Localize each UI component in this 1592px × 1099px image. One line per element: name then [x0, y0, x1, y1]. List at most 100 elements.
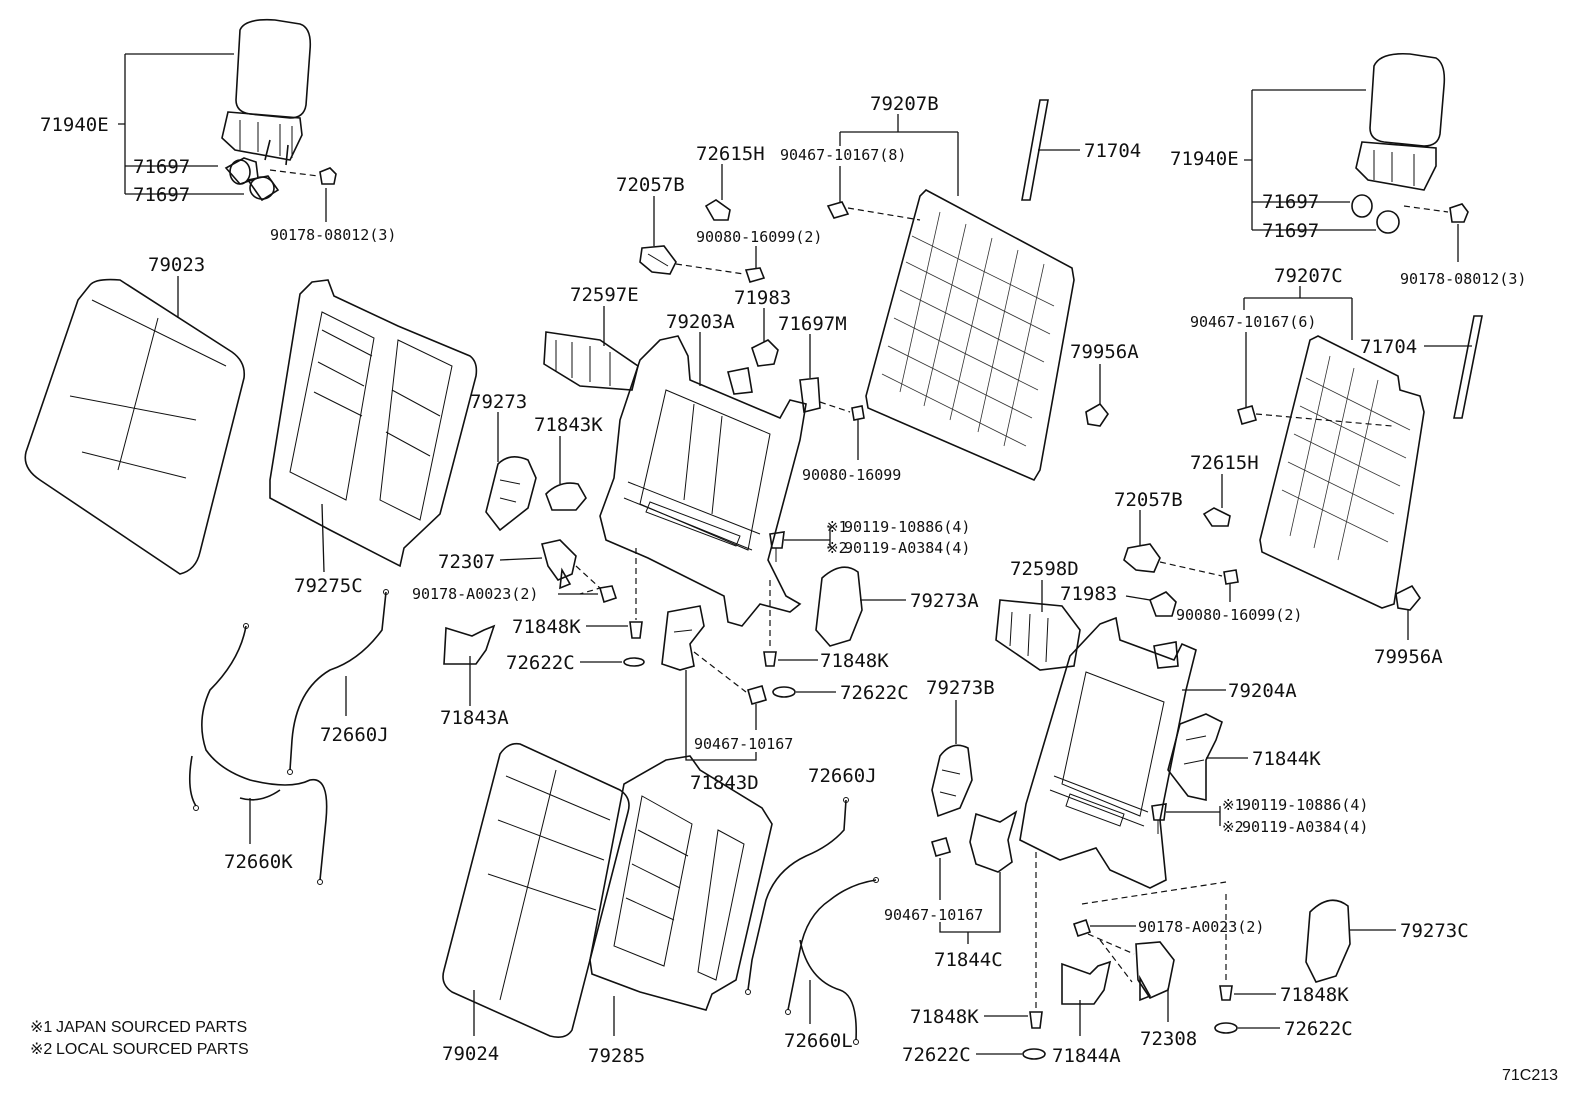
label-90119-a0384-1: 90119-A0384(4) [844, 539, 970, 557]
leader-72307 [499, 557, 543, 561]
screw-90080-16099-right [1159, 561, 1239, 585]
footnote-1-mark: ※1 [30, 1019, 52, 1036]
nut-90178-a0023-right [1072, 918, 1092, 938]
label-71983-left: 71983 [734, 287, 791, 309]
clip-79956a-right [1395, 584, 1421, 611]
leader-79207b [839, 114, 959, 196]
clip-90467-10167-8 [826, 201, 921, 221]
cover-79273c [1305, 899, 1351, 983]
headrest-guide-right [1351, 194, 1400, 234]
label-90178-08012-left: 90178-08012(3) [270, 226, 396, 244]
leader-71940e-left [118, 53, 244, 195]
lock-72307 [541, 539, 577, 590]
label-90467-10167-a: 90467-10167 [694, 735, 793, 753]
label-71843a: 71843A [440, 707, 509, 729]
label-72307: 72307 [438, 551, 495, 573]
label-79204a: 79204A [1228, 680, 1297, 702]
lock-72597e [543, 331, 639, 391]
bolt-90119-1 [769, 531, 785, 562]
footnote-2-mark: ※2 [30, 1041, 52, 1058]
label-79273c: 79273C [1400, 920, 1469, 942]
label-79956a-right: 79956A [1374, 646, 1443, 668]
label-72308: 72308 [1140, 1028, 1197, 1050]
label-71940e-right: 71940E [1170, 148, 1239, 170]
clip-90467-10167-6 [1237, 405, 1393, 427]
label-71704-right: 71704 [1360, 336, 1417, 358]
label-90119-10886-1: 90119-10886(4) [844, 518, 970, 536]
seatback-frame-79204a [1019, 616, 1197, 889]
label-79956a-left: 79956A [1070, 341, 1139, 363]
cover-71844k [1167, 713, 1223, 801]
label-72615h-left: 72615H [696, 143, 765, 165]
label-79273: 79273 [470, 391, 527, 413]
label-71697-left-2: 71697 [133, 184, 190, 206]
label-90467-10167-6: 90467-10167(6) [1190, 313, 1316, 331]
nut-left [269, 167, 337, 185]
dash-72308 [1081, 881, 1227, 983]
label-79024: 79024 [442, 1043, 499, 1065]
clip-90467-10167-a [693, 651, 767, 705]
label-71697m: 71697M [778, 313, 847, 335]
label-72622c-3: 72622C [902, 1044, 971, 1066]
label-71844a: 71844A [1052, 1045, 1121, 1067]
seatback-pad-79285 [589, 755, 773, 1011]
clip-79956a-left [1085, 402, 1109, 427]
label-72057b-right: 72057B [1114, 489, 1183, 511]
clip-71848k-4 [1219, 985, 1233, 1001]
label-79275c: 79275C [294, 575, 363, 597]
label-79203a: 79203A [666, 311, 735, 333]
label-72660j-right: 72660J [808, 765, 877, 787]
cover-71843a [443, 624, 496, 665]
label-72622c-2: 72622C [840, 682, 909, 704]
nut-90178-a0023-left [598, 585, 618, 604]
label-90080-16099: 90080-16099 [802, 466, 901, 484]
label-90467-10167-8: 90467-10167(8) [780, 146, 906, 164]
clip-72057b-left [639, 245, 677, 275]
rod-71704-left [1021, 99, 1049, 201]
clip-71848k-2 [763, 651, 777, 667]
leader-71843d [685, 670, 757, 761]
label-72057b-left: 72057B [616, 174, 685, 196]
label-72615h-right: 72615H [1190, 452, 1259, 474]
cover-79273a [815, 566, 863, 647]
label-90080-16099-2-left: 90080-16099(2) [696, 228, 822, 246]
label-90178-a0023-right: 90178-A0023(2) [1138, 918, 1264, 936]
label-71848k-2: 71848K [820, 650, 889, 672]
label-71848k-1: 71848K [512, 616, 581, 638]
label-72622c-4: 72622C [1284, 1018, 1353, 1040]
headrest-right [1355, 52, 1446, 191]
nut-right [1403, 203, 1469, 223]
pad-72622c-4 [1214, 1022, 1238, 1034]
rod-71704-right [1453, 315, 1483, 419]
cable-72660l [785, 877, 879, 1045]
cover-71843d [661, 605, 705, 671]
leader-90119-1 [784, 526, 831, 548]
seatback-cover-79023 [24, 278, 246, 575]
footnote-1-text: JAPAN SOURCED PARTS [56, 1019, 247, 1036]
cover-71844c [969, 810, 1018, 873]
mark-2b: ※2 [1222, 818, 1244, 836]
seatback-cover-79024 [442, 742, 630, 1038]
label-72598d: 72598D [1010, 558, 1079, 580]
label-79023: 79023 [148, 254, 205, 276]
label-79273a: 79273A [910, 590, 979, 612]
cable-72660j-right [745, 797, 849, 995]
cover-79273b [931, 744, 973, 818]
bracket-72615h-right [1202, 507, 1231, 527]
leader-90119-2 [1166, 806, 1221, 826]
clip-71848k-3 [1029, 1011, 1043, 1029]
label-72660k: 72660K [224, 851, 293, 873]
headrest-guide-left [224, 157, 280, 202]
label-71848k-4: 71848K [1280, 984, 1349, 1006]
back-board-79207b [865, 189, 1075, 482]
label-90178-08012-right: 90178-08012(3) [1400, 270, 1526, 288]
label-90467-10167-b: 90467-10167 [884, 906, 983, 924]
clip-72057b-right [1123, 543, 1161, 573]
label-79207b: 79207B [870, 93, 939, 115]
label-90178-a0023-left: 90178-A0023(2) [412, 585, 538, 603]
label-71697-right-2: 71697 [1262, 220, 1319, 242]
label-72660l: 72660L [784, 1030, 853, 1052]
dash-72307-nut [575, 565, 602, 595]
leader-71983-right [1125, 595, 1151, 601]
